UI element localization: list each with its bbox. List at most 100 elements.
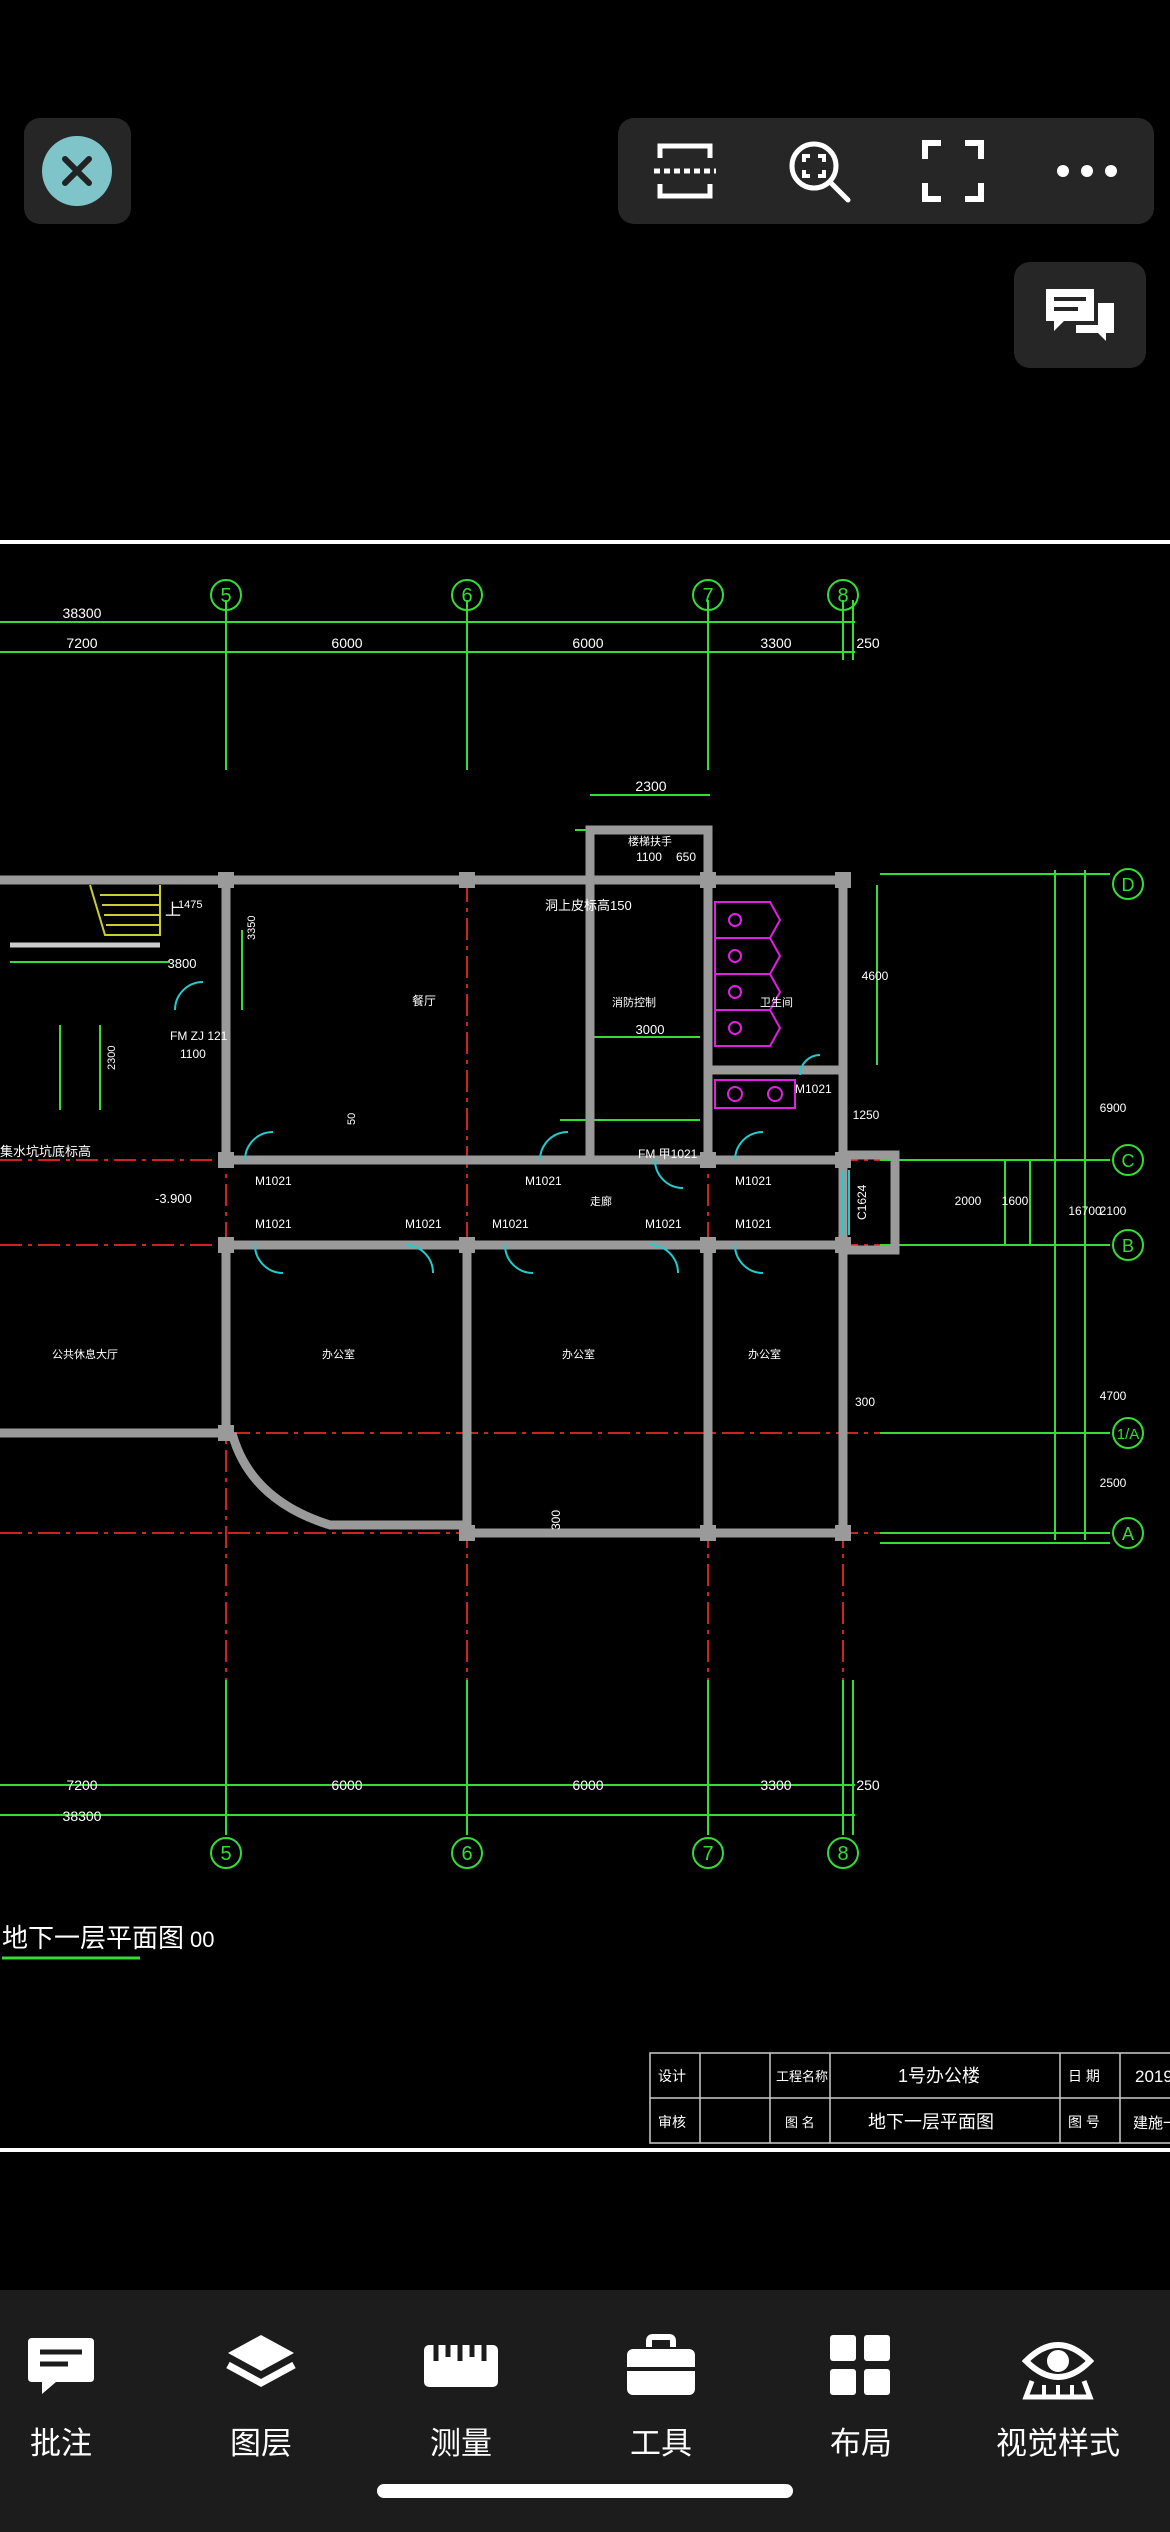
drawing-title: 地下一层平面图 [2, 1923, 184, 1953]
visual-style-icon [1018, 2326, 1098, 2406]
label-m1021-toilet: M1021 [795, 1082, 832, 1096]
dim-right-2500: 2500 [1100, 1476, 1127, 1490]
label-office-3: 办公室 [748, 1347, 781, 1361]
top-toolbar [618, 118, 1154, 224]
doors [174, 981, 850, 1274]
dim-300-bottom: 300 [549, 1510, 563, 1530]
label-fm: FM ZJ 121 [170, 1029, 228, 1043]
walls [0, 825, 900, 1538]
label-toilet: 卫生间 [760, 995, 793, 1009]
label-m1021-2: M1021 [525, 1174, 562, 1188]
close-button[interactable] [24, 118, 131, 224]
dim-top-4: 3300 [760, 635, 791, 651]
drawing-border-bottom [0, 2148, 1170, 2152]
grid-label-7-bottom: 7 [702, 1843, 713, 1865]
layers-icon [221, 2326, 301, 2406]
scan-icon[interactable] [645, 131, 725, 211]
label-stair-top: 楼梯扶手 [628, 834, 672, 848]
stair [89, 884, 161, 936]
dim-4600: 4600 [862, 969, 889, 983]
ruler-icon [421, 2326, 501, 2406]
dim-right-2100: 2100 [1100, 1204, 1127, 1218]
grid-label-1a: 1/A [1117, 1426, 1140, 1443]
label-office-2: 办公室 [562, 1347, 595, 1361]
axis-lines [0, 880, 1100, 1690]
grid-label-c: C [1122, 1151, 1135, 1171]
dim-3350: 3350 [246, 916, 258, 940]
dim-1100: 1100 [180, 1047, 206, 1061]
dim-top-total: 38300 [63, 605, 102, 621]
grid-label-6: 6 [461, 585, 472, 607]
toilet-fixtures [714, 901, 796, 1109]
tb-design: 设计 [658, 2068, 686, 2084]
dim-2000: 2000 [955, 1194, 982, 1208]
layout-icon [821, 2326, 901, 2406]
tb-date-label: 日 期 [1068, 2068, 1100, 2084]
label-m1021-5: M1021 [405, 1217, 442, 1231]
tb-drawing-no-label: 图 号 [1068, 2114, 1100, 2130]
dim-top-5: 250 [856, 635, 880, 651]
tab-visual-style[interactable]: 视觉样式 [968, 2326, 1148, 2476]
dim-3000: 3000 [636, 1022, 665, 1037]
dim-50: 50 [346, 1113, 358, 1125]
tab-annotation-label: 批注 [30, 2426, 92, 2461]
dimension-lines [0, 600, 1110, 1835]
grid-label-b: B [1122, 1236, 1134, 1256]
grid-label-8-bottom: 8 [837, 1843, 848, 1865]
home-indicator [377, 2484, 793, 2498]
dim-300-right: 300 [855, 1395, 875, 1409]
label-m1021-1: M1021 [255, 1174, 292, 1188]
label-m1021-3: M1021 [735, 1174, 772, 1188]
tab-tools[interactable]: 工具 [571, 2326, 751, 2476]
dim-bottom-5: 250 [856, 1777, 880, 1793]
label-dining: 餐厅 [412, 993, 436, 1008]
dim-bottom-2: 6000 [331, 1777, 362, 1793]
grid-label-5-bottom: 5 [220, 1843, 231, 1865]
tab-annotation[interactable]: 批注 [0, 2326, 151, 2476]
label-fm1021: FM 甲1021 [638, 1147, 698, 1161]
dim-1250: 1250 [853, 1108, 880, 1122]
dim-notch-top: 2300 [635, 778, 666, 794]
dim-right-4700: 4700 [1100, 1389, 1127, 1403]
cad-drawing-canvas[interactable]: 5 6 7 8 5 6 7 8 D C B 1/A A 38300 7200 6… [0, 540, 1170, 2152]
label-equip: 消防控制 [612, 995, 656, 1009]
dim-top-1: 7200 [66, 635, 97, 651]
dim-top-3: 6000 [572, 635, 603, 651]
drawing-border-top [0, 540, 1170, 544]
fullscreen-icon[interactable] [913, 131, 993, 211]
grid-label-8: 8 [837, 585, 848, 607]
tb-date: 2019 [1135, 2067, 1170, 2086]
tab-measure[interactable]: 测量 [371, 2326, 551, 2476]
dim-bottom-4: 3300 [760, 1777, 791, 1793]
tb-project-label: 工程名称 [776, 2069, 828, 2084]
dim-top-2: 6000 [331, 635, 362, 651]
tab-visual-style-label: 视觉样式 [996, 2426, 1120, 2461]
dim-3800: 3800 [168, 956, 197, 971]
label-m1021-6: M1021 [492, 1217, 529, 1231]
tb-review: 审核 [658, 2114, 686, 2130]
label-sump: 集水坑坑底标高 [0, 1144, 91, 1159]
bottom-tab-bar: 批注 图层 测量 工具 布局 视觉样式 [0, 2290, 1170, 2532]
tab-layers-label: 图层 [230, 2426, 292, 2461]
annotation-icon [21, 2326, 101, 2406]
label-office-1: 办公室 [322, 1347, 355, 1361]
tab-layout[interactable]: 布局 [771, 2326, 951, 2476]
tb-drawing-name: 地下一层平面图 [868, 2112, 994, 2132]
close-icon [42, 136, 112, 206]
grid-label-d: D [1122, 875, 1135, 895]
drawing-title-scale: 00 [190, 1927, 214, 1952]
dim-bottom-3: 6000 [572, 1777, 603, 1793]
more-icon[interactable] [1047, 131, 1127, 211]
tab-layers[interactable]: 图层 [171, 2326, 351, 2476]
label-m1021-8: M1021 [735, 1217, 772, 1231]
dim-bottom-total: 38300 [63, 1808, 102, 1824]
label-hall: 公共休息大厅 [52, 1347, 118, 1361]
dim-notch-650: 650 [676, 850, 696, 864]
zoom-region-icon[interactable] [779, 131, 859, 211]
label-m1021-7: M1021 [645, 1217, 682, 1231]
comment-icon [1046, 289, 1114, 341]
grid-label-5: 5 [220, 585, 231, 607]
grid-label-a: A [1122, 1524, 1134, 1544]
comment-button[interactable] [1014, 262, 1146, 368]
tab-measure-label: 测量 [430, 2426, 492, 2461]
